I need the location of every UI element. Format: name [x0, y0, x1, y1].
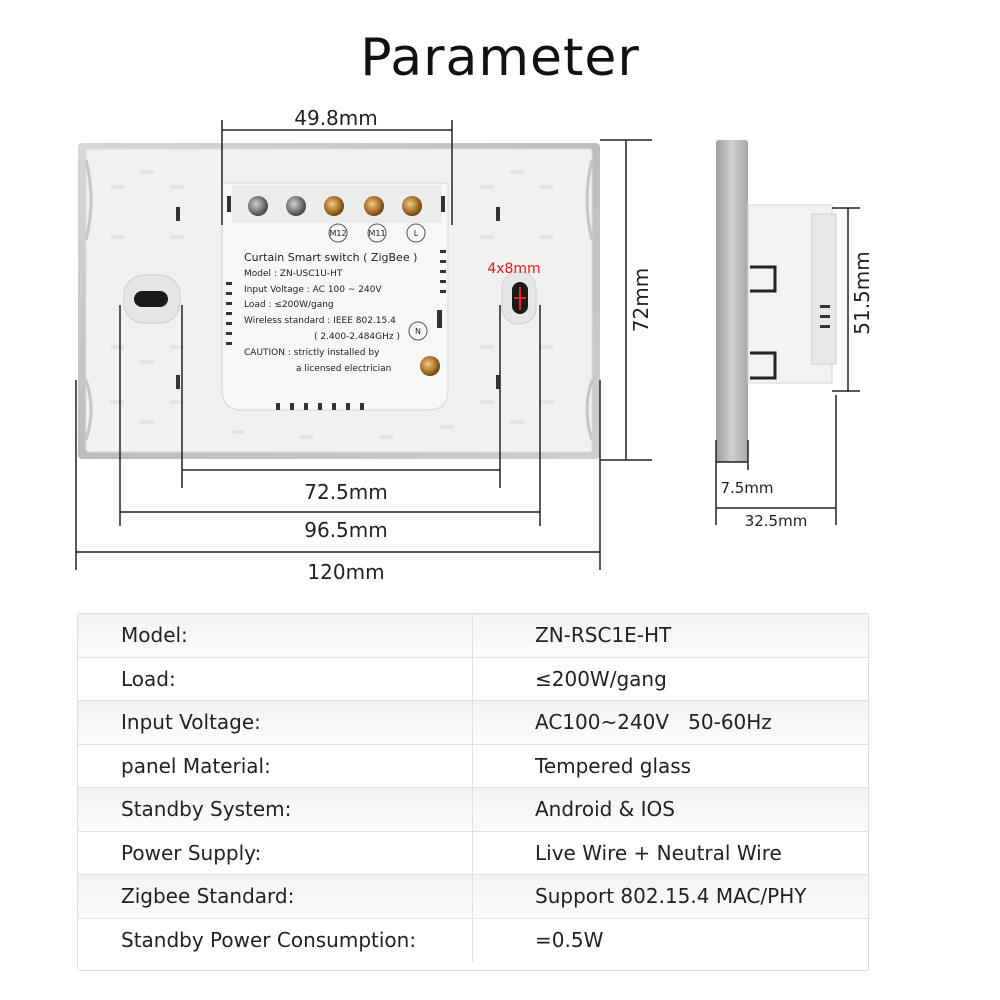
spec-label: Load:: [78, 657, 473, 700]
module-label-line2: Model : ZN-USC1U-HT: [244, 269, 343, 279]
terminal-m12: M12: [329, 229, 346, 238]
spec-label: Model:: [78, 614, 473, 657]
spec-value: ≤200W/gang: [535, 666, 667, 691]
spec-value: Live Wire + Neutral Wire: [535, 840, 782, 865]
dimension-diagram: M12 M11 L N Curtain Smart switch ( ZigBe…: [75, 106, 874, 584]
module-label-line3: Input Voltage : AC 100 ~ 240V: [244, 285, 382, 295]
dim-top-width: 49.8mm: [294, 106, 378, 130]
page-title: Parameter: [360, 28, 640, 88]
spec-label: Power Supply:: [78, 831, 473, 874]
table-row: Power Supply: Live Wire + Neutral Wire: [78, 831, 868, 875]
terminal-n: N: [415, 327, 421, 336]
table-row: Standby System: Android & IOS: [78, 788, 868, 832]
dim-hole-size: 4x8mm: [487, 261, 540, 277]
spec-value: AC100~240V 50-60Hz: [535, 710, 772, 735]
terminal-m11: M11: [368, 229, 385, 238]
module-label-line5: Wireless standard : IEEE 802.15.4: [244, 316, 396, 326]
switch-side-view: [716, 140, 837, 462]
terminal-screws: [248, 196, 440, 376]
spec-label: Input Voltage:: [78, 701, 473, 744]
table-row: Model: ZN-RSC1E-HT: [78, 614, 868, 658]
module-label-line7: CAUTION : strictly installed by: [244, 348, 380, 358]
spec-label: Zigbee Standard:: [78, 875, 473, 918]
spec-value: Tempered glass: [535, 753, 692, 778]
spec-label: panel Material:: [78, 744, 473, 787]
dim-side-height: 51.5mm: [850, 251, 874, 335]
dim-side-depth: 32.5mm: [745, 512, 808, 530]
dim-width-mid: 96.5mm: [304, 518, 388, 542]
spec-value: Android & IOS: [535, 797, 675, 822]
table-row: Zigbee Standard: Support 802.15.4 MAC/PH…: [78, 875, 868, 919]
table-row: Load: ≤200W/gang: [78, 657, 868, 701]
dim-side-thickness: 7.5mm: [720, 479, 773, 497]
dim-height: 72mm: [629, 268, 653, 332]
module-label-line6: ( 2.400-2.484GHz ): [314, 332, 400, 342]
spec-label: Standby System:: [78, 788, 473, 831]
spec-value: =0.5W: [535, 928, 604, 953]
table-row: Standby Power Consumption: =0.5W: [78, 918, 868, 962]
table-row: panel Material: Tempered glass: [78, 744, 868, 788]
spec-value: Support 802.15.4 MAC/PHY: [535, 884, 807, 909]
table-row: Input Voltage: AC100~240V 50-60Hz: [78, 701, 868, 745]
spec-value: ZN-RSC1E-HT: [535, 623, 672, 648]
switch-module: M12 M11 L N Curtain Smart switch ( ZigBe…: [221, 182, 449, 411]
module-label-line1: Curtain Smart switch ( ZigBee ): [244, 251, 417, 264]
dimension-lines: [75, 120, 860, 570]
spec-table: Model: ZN-RSC1E-HT Load: ≤200W/gang Inpu…: [77, 613, 869, 971]
dim-width-total: 120mm: [307, 560, 384, 584]
dim-width-inner: 72.5mm: [304, 480, 388, 504]
module-label-line8: a licensed electrician: [296, 364, 391, 374]
module-label-line4: Load : ≤200W/gang: [244, 300, 334, 310]
spec-label: Standby Power Consumption:: [78, 918, 473, 962]
terminal-l: L: [414, 229, 419, 238]
